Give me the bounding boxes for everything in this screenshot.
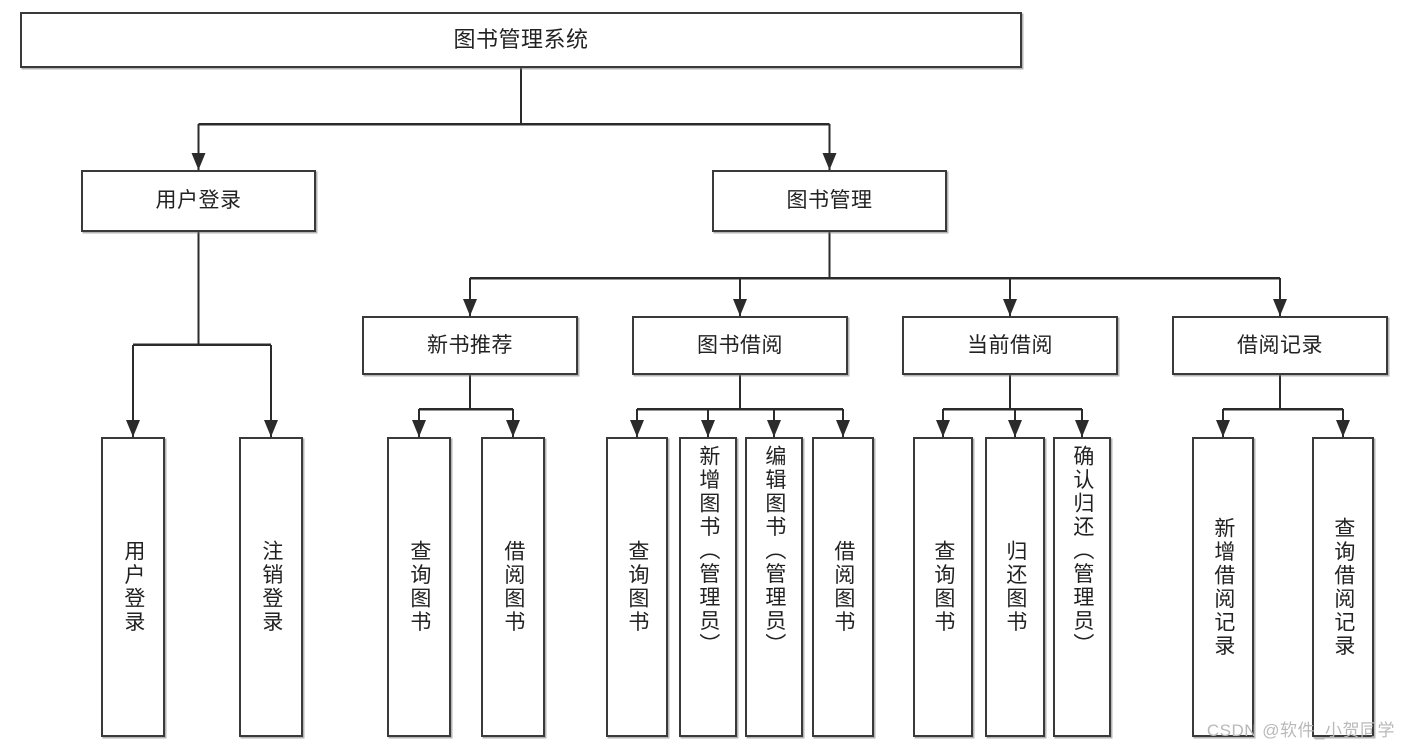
node-new-book-rec[interactable]: 新书推荐 bbox=[362, 316, 578, 375]
node-root[interactable]: 图书管理系统 bbox=[20, 12, 1022, 68]
node-leaf-return-book[interactable]: 归还图书 bbox=[985, 437, 1045, 737]
node-label: 归还图书 bbox=[1003, 540, 1027, 634]
node-leaf-query-book-2[interactable]: 查询图书 bbox=[606, 437, 668, 737]
node-label: 新增图书（管理员） bbox=[696, 445, 720, 657]
node-user-login[interactable]: 用户登录 bbox=[81, 170, 316, 232]
node-label: 图书管理系统 bbox=[453, 26, 589, 52]
node-leaf-edit-book-admin[interactable]: 编辑图书（管理员） bbox=[745, 437, 803, 737]
node-label: 借阅图书 bbox=[831, 540, 855, 634]
node-label: 查询图书 bbox=[407, 540, 431, 634]
node-borrow-record[interactable]: 借阅记录 bbox=[1172, 316, 1388, 375]
node-leaf-confirm-return-admin[interactable]: 确认归还（管理员） bbox=[1053, 437, 1111, 737]
node-current-borrow[interactable]: 当前借阅 bbox=[902, 316, 1118, 375]
node-leaf-user-login[interactable]: 用户登录 bbox=[101, 437, 165, 737]
node-leaf-query-book-1[interactable]: 查询图书 bbox=[387, 437, 451, 737]
node-label: 确认归还（管理员） bbox=[1070, 445, 1094, 657]
node-label: 查询图书 bbox=[931, 540, 955, 634]
node-label: 新增借阅记录 bbox=[1211, 516, 1235, 658]
node-leaf-add-borrow-record[interactable]: 新增借阅记录 bbox=[1192, 437, 1254, 737]
node-label: 当前借阅 bbox=[967, 333, 1053, 357]
node-label: 编辑图书（管理员） bbox=[762, 445, 786, 657]
node-label: 借阅图书 bbox=[501, 540, 525, 634]
node-book-manage[interactable]: 图书管理 bbox=[712, 170, 947, 232]
node-label: 借阅记录 bbox=[1237, 333, 1323, 357]
node-label: 查询图书 bbox=[625, 540, 649, 634]
node-leaf-add-book-admin[interactable]: 新增图书（管理员） bbox=[679, 437, 737, 737]
node-label: 新书推荐 bbox=[427, 333, 513, 357]
node-label: 图书管理 bbox=[786, 189, 873, 213]
node-label: 查询借阅记录 bbox=[1331, 516, 1355, 658]
node-label: 用户登录 bbox=[121, 540, 145, 634]
node-leaf-borrow-book-1[interactable]: 借阅图书 bbox=[481, 437, 545, 737]
node-book-borrow[interactable]: 图书借阅 bbox=[632, 316, 848, 375]
node-label: 图书借阅 bbox=[697, 333, 783, 357]
node-leaf-borrow-book-2[interactable]: 借阅图书 bbox=[812, 437, 874, 737]
node-leaf-query-book-3[interactable]: 查询图书 bbox=[913, 437, 973, 737]
node-leaf-logout[interactable]: 注销登录 bbox=[239, 437, 303, 737]
node-leaf-query-borrow-record[interactable]: 查询借阅记录 bbox=[1312, 437, 1374, 737]
node-label: 注销登录 bbox=[259, 540, 283, 634]
node-label: 用户登录 bbox=[155, 189, 242, 213]
